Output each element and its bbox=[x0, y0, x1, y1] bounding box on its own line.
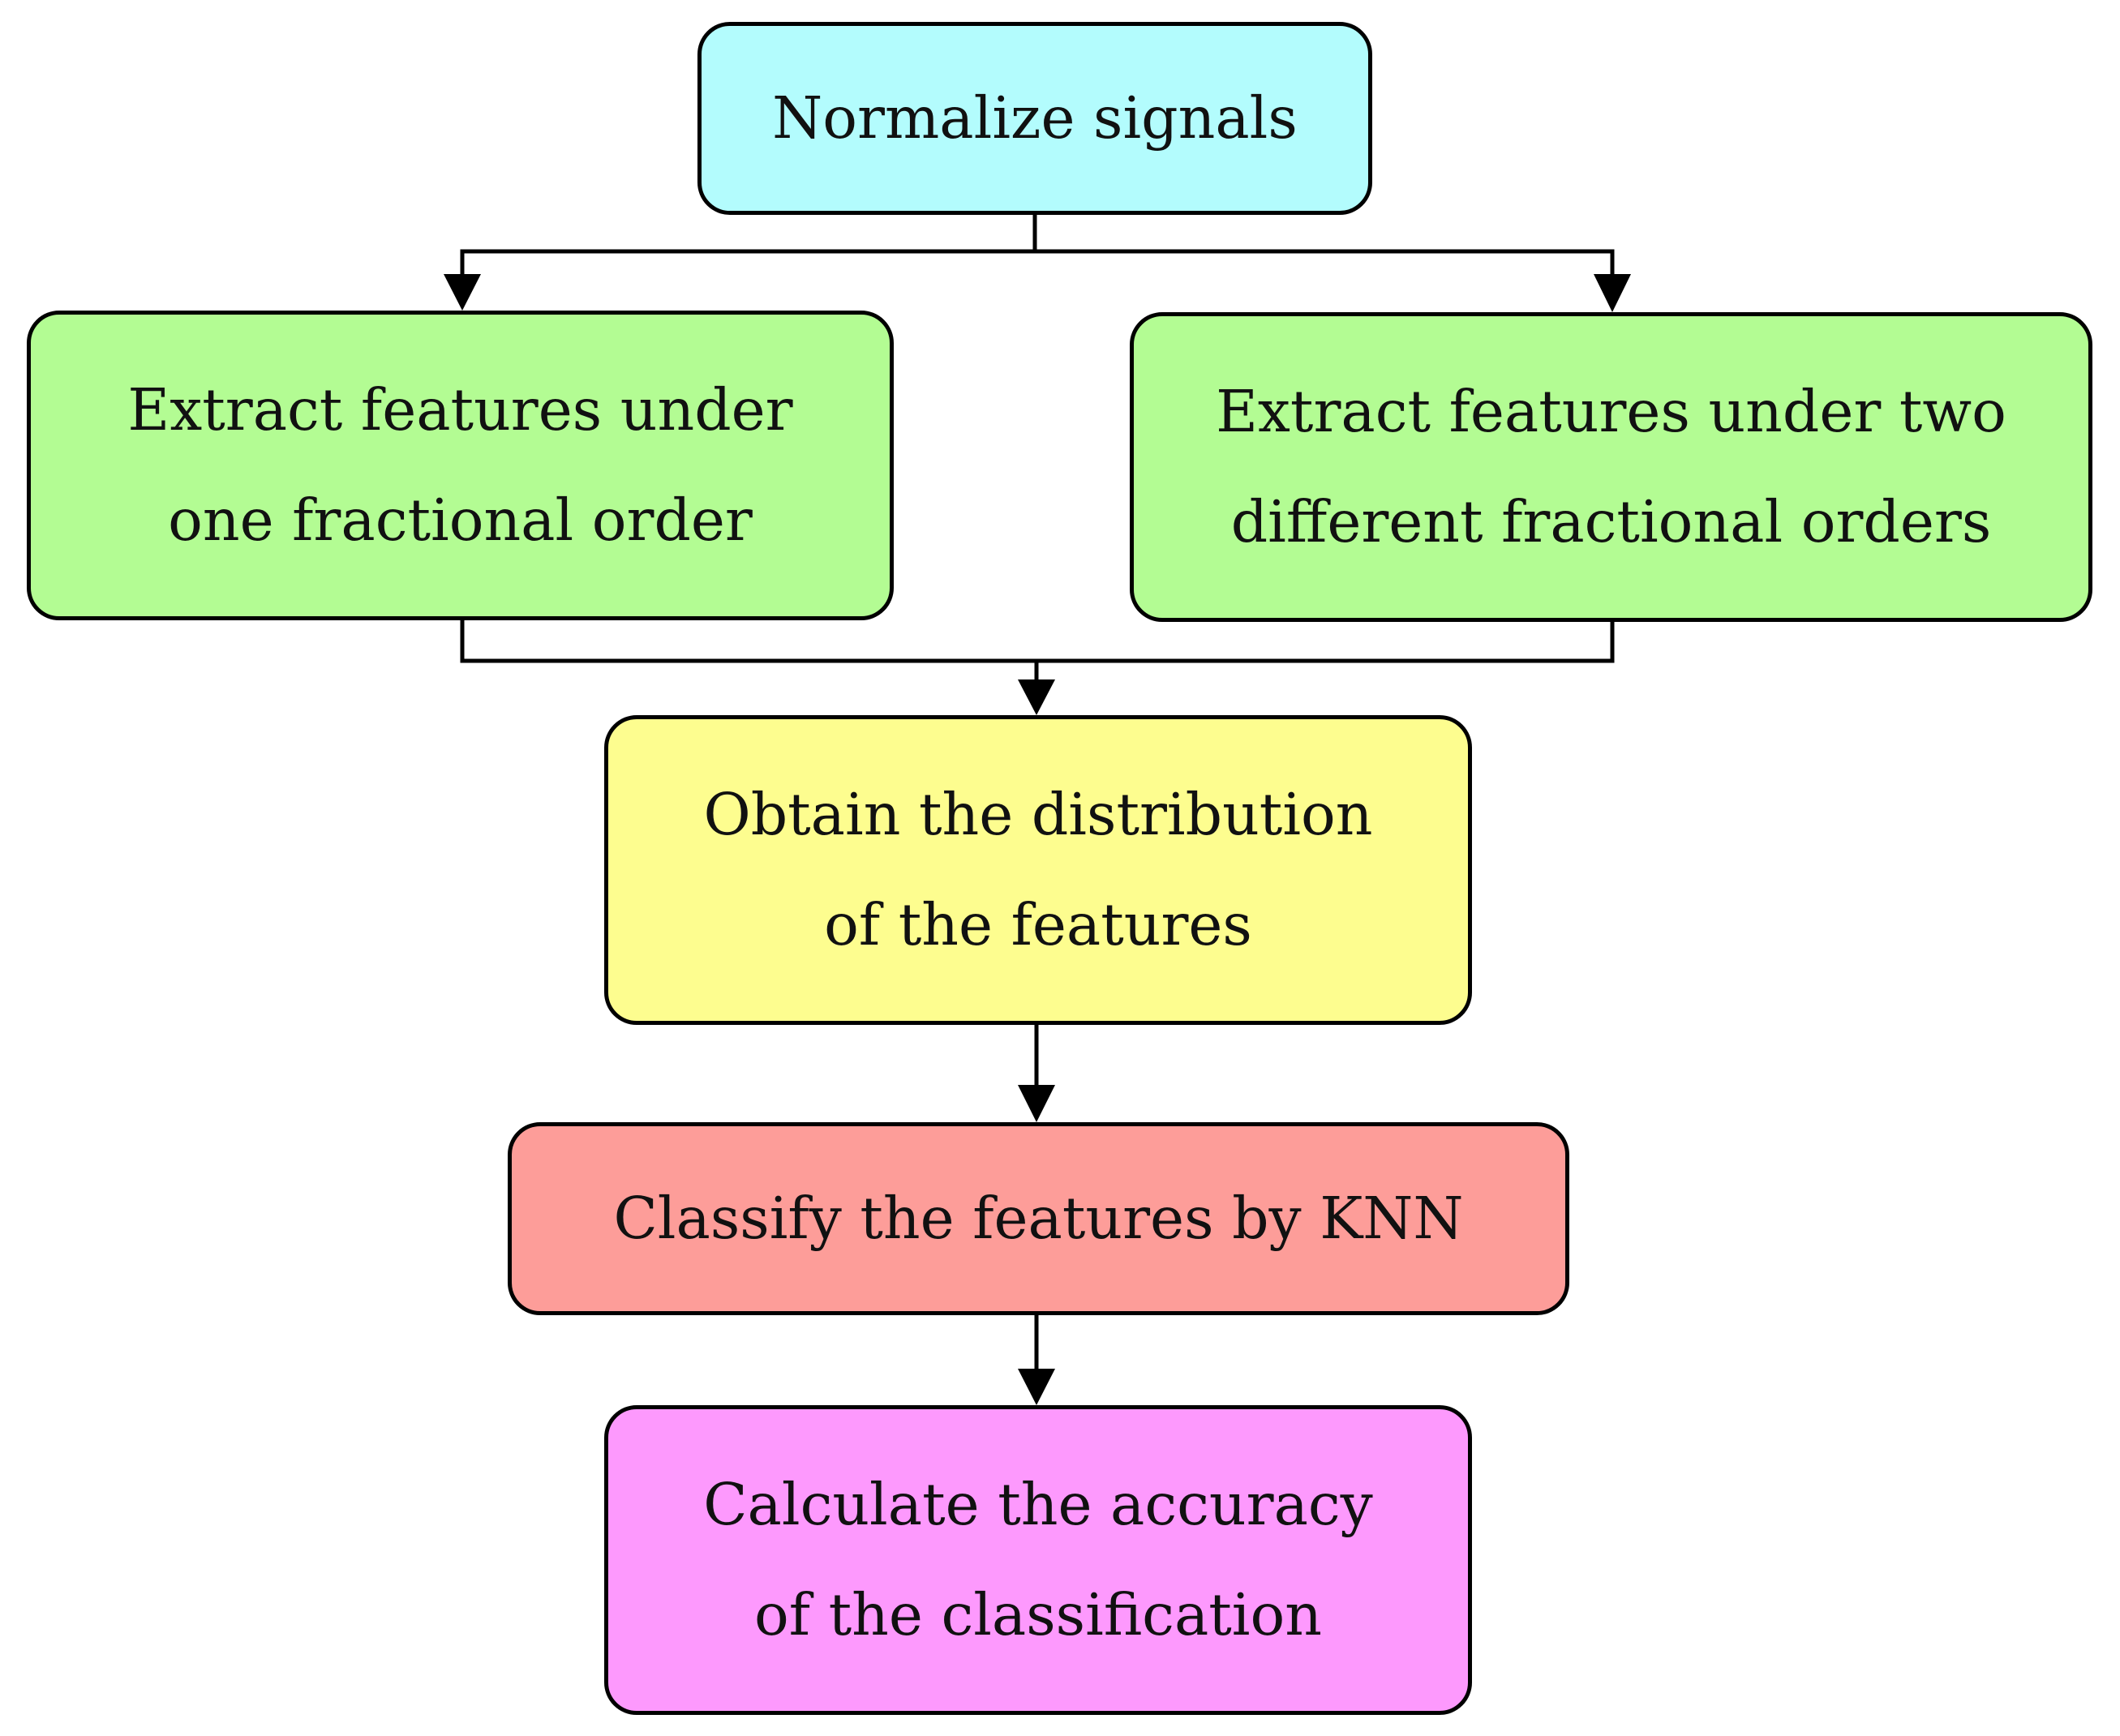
node-extract-two-orders: Extract features under two different fra… bbox=[1130, 312, 2092, 622]
node-extract-one-order-line-2: one fractional order bbox=[168, 487, 753, 554]
node-classify-knn: Classify the features by KNN bbox=[508, 1122, 1569, 1315]
node-classify-knn-line-1: Classify the features by KNN bbox=[613, 1184, 1464, 1252]
arrowhead-to-accuracy bbox=[1018, 1369, 1055, 1405]
arrowhead-to-two-orders bbox=[1594, 274, 1631, 312]
node-obtain-distribution-line-2: of the features bbox=[824, 891, 1252, 958]
node-calculate-accuracy-line-1: Calculate the accuracy bbox=[703, 1470, 1373, 1538]
node-extract-two-orders-line-1: Extract features under two bbox=[1216, 377, 2006, 445]
node-extract-two-orders-line-2: different fractional orders bbox=[1230, 488, 1992, 555]
node-obtain-distribution-line-1: Obtain the distribution bbox=[703, 780, 1373, 848]
edge-normalize-to-one-order bbox=[460, 215, 1037, 280]
edge-one-order-to-distribution bbox=[460, 620, 1615, 663]
node-calculate-accuracy: Calculate the accuracy of the classifica… bbox=[604, 1405, 1472, 1715]
arrowhead-to-classify bbox=[1018, 1085, 1055, 1122]
node-normalize-signals-line-1: Normalize signals bbox=[772, 84, 1298, 152]
edge-normalize-to-two-orders bbox=[1035, 249, 1615, 280]
node-obtain-distribution: Obtain the distribution of the features bbox=[604, 715, 1472, 1025]
arrowhead-to-one-order bbox=[444, 274, 481, 311]
arrowhead-to-distribution bbox=[1018, 679, 1055, 715]
node-extract-one-order-line-1: Extract features under bbox=[127, 375, 793, 444]
node-normalize-signals: Normalize signals bbox=[697, 22, 1372, 215]
node-extract-one-order: Extract features under one fractional or… bbox=[27, 311, 894, 620]
node-calculate-accuracy-line-2: of the classification bbox=[754, 1581, 1322, 1648]
